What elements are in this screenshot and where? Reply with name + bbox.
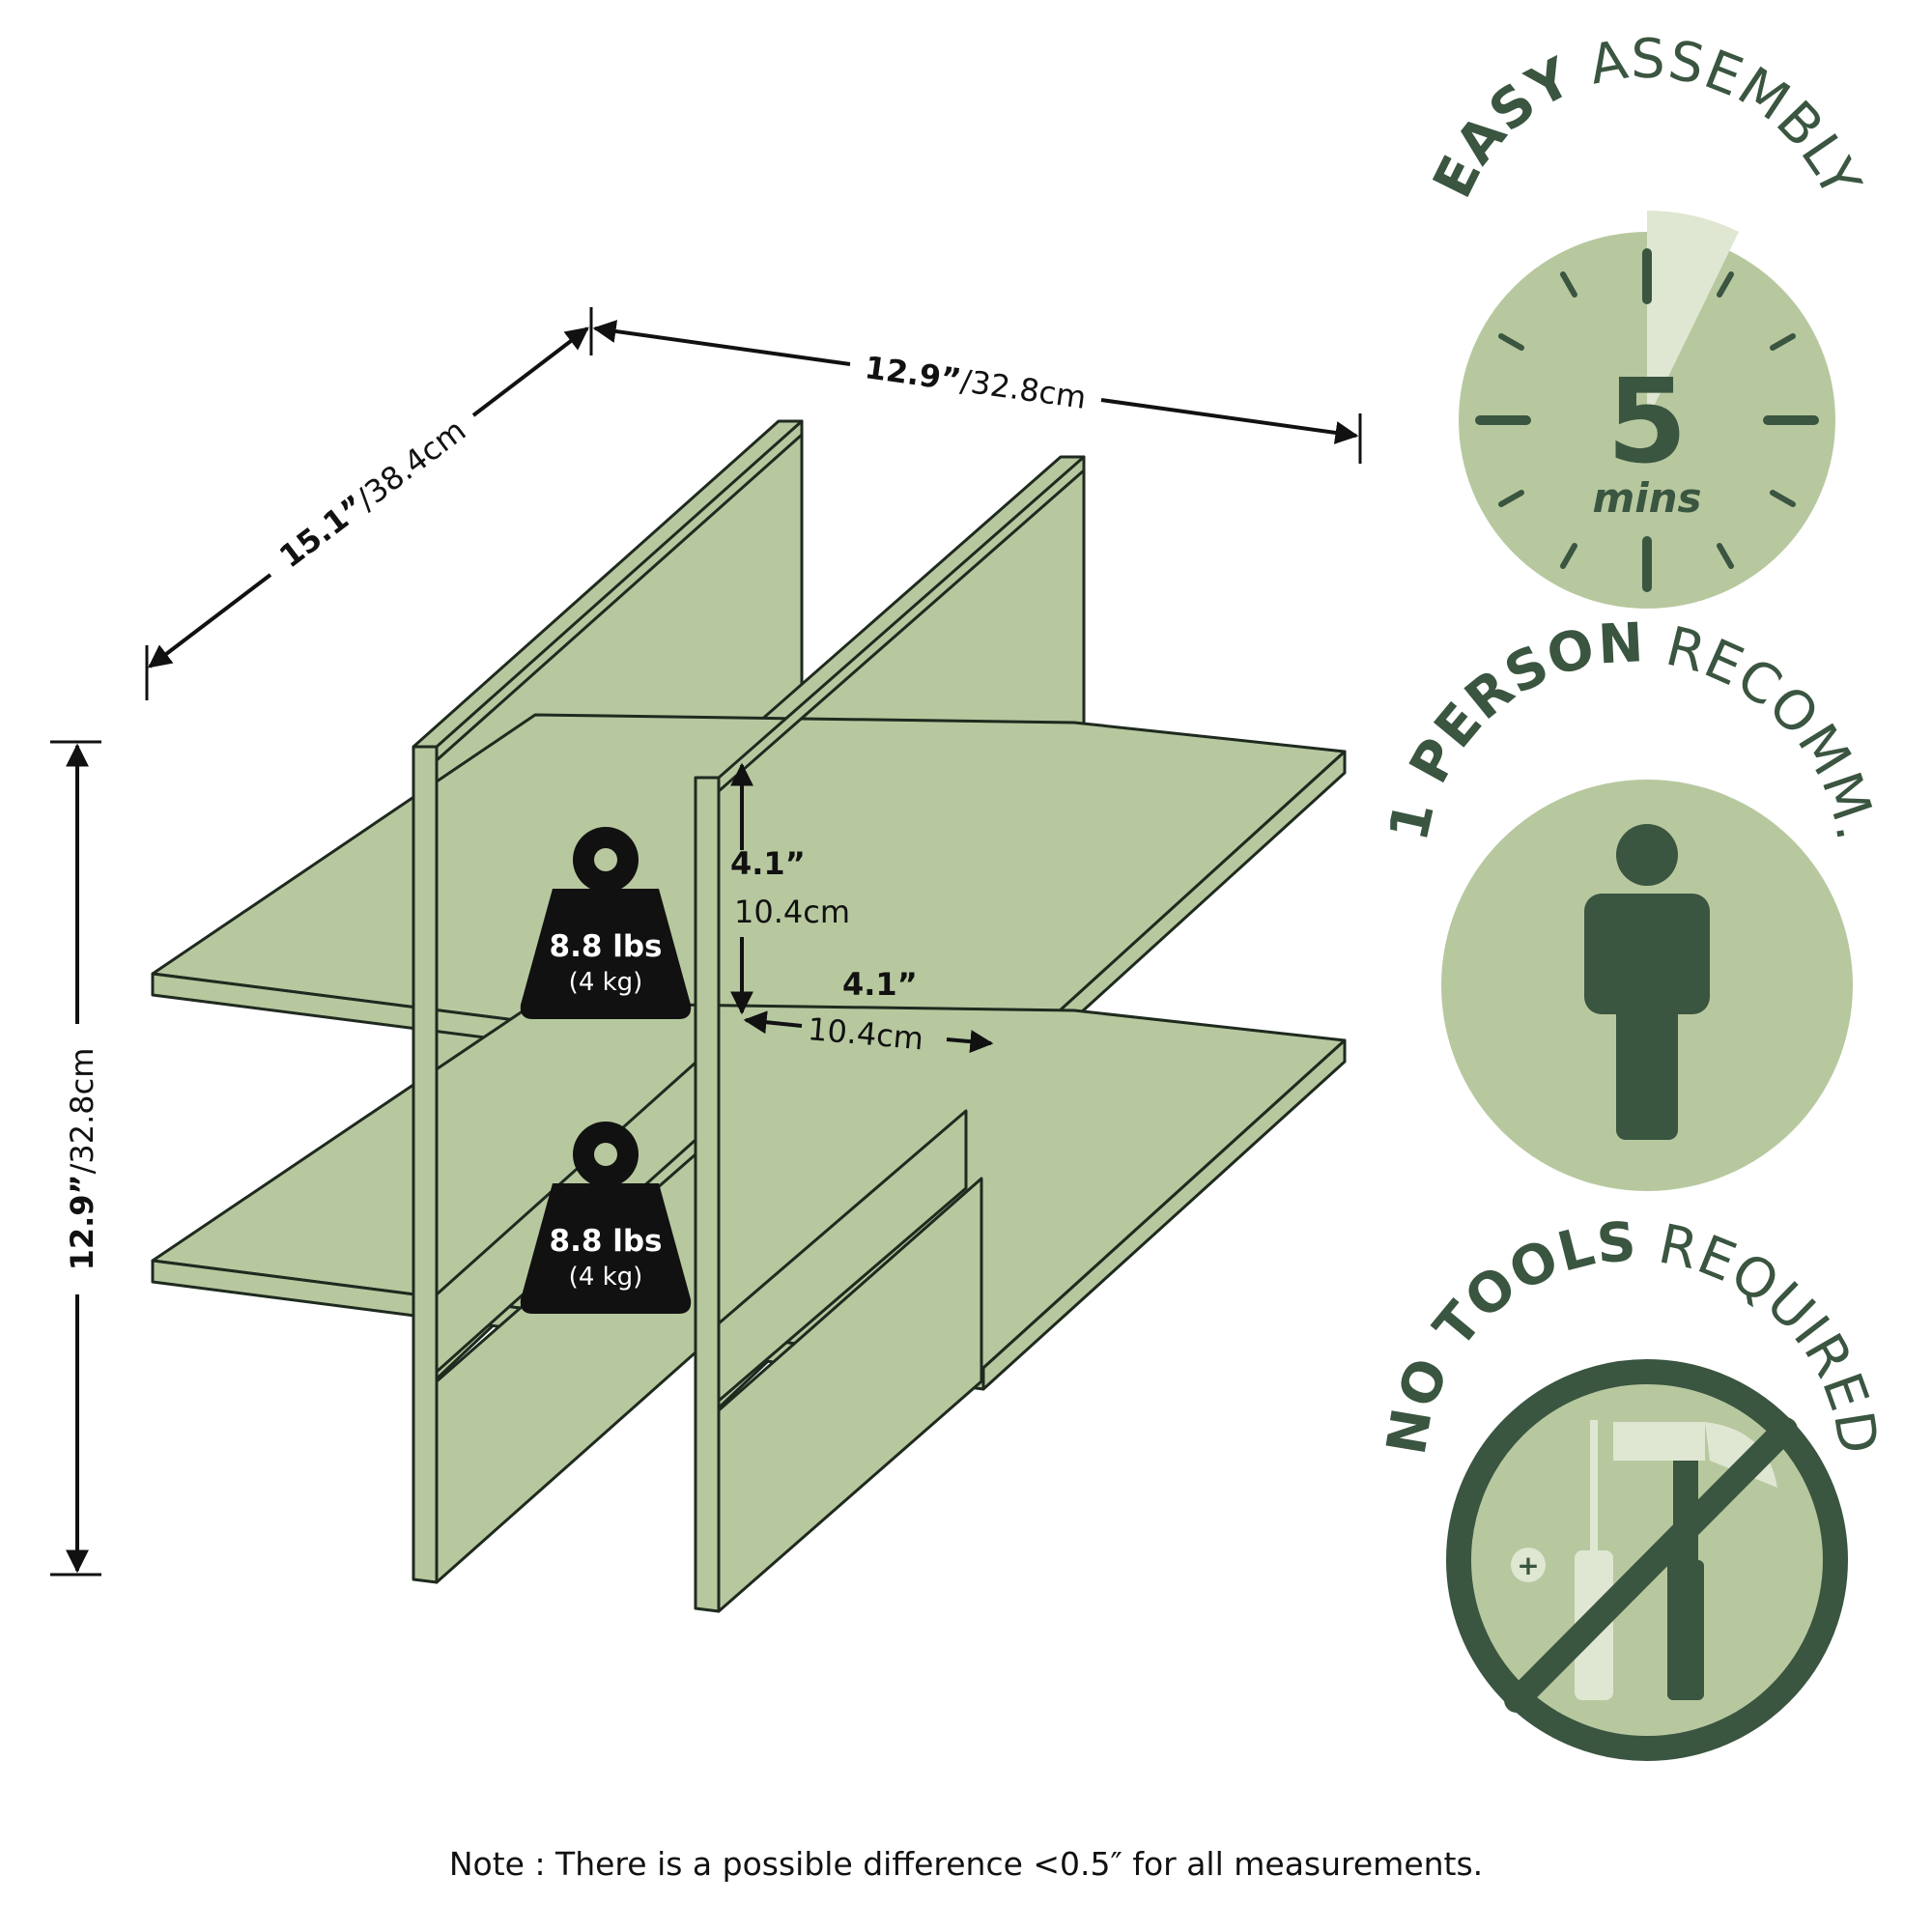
height-dimension: 12.9”/32.8cm (50, 740, 101, 1577)
svg-text:EASY ASSEMBLY: EASY ASSEMBLY (1421, 28, 1872, 208)
width-inches: 12.9” (863, 349, 963, 399)
divider-edge-right (694, 776, 721, 1613)
depth-inches: 15.1” (272, 488, 372, 576)
cubby-width-inches: 4.1” (842, 966, 918, 1003)
assembly-badge-bold: EASY (1421, 45, 1582, 207)
svg-text:+: + (1517, 1549, 1539, 1581)
clock-icon (1475, 248, 1819, 592)
measurement-note: Note : There is a possible difference <0… (448, 1845, 1484, 1883)
width-dimension: 12.9”/32.8cm (589, 307, 1362, 464)
svg-text:15.1”/38.4cm: 15.1”/38.4cm (272, 412, 472, 575)
divider-edge-left (412, 745, 439, 1584)
height-cm: /32.8cm (64, 1048, 100, 1175)
assembly-minutes: 5 (1606, 355, 1688, 490)
assembly-unit: mins (1592, 474, 1701, 522)
weight-sublabel-bottom: (4 kg) (569, 1263, 643, 1292)
svg-text:12.9”/32.8cm: 12.9”/32.8cm (64, 1048, 100, 1271)
no-tools-badge: NO TOOLS REQUIRED + (1376, 1210, 1889, 1761)
prohibition-slash (1504, 1417, 1798, 1713)
person-icon (1584, 824, 1710, 1140)
shelf-illustration (151, 419, 1347, 1613)
weight-icon: 8.8 lbs (4 kg) (520, 1122, 692, 1314)
assembly-badge-light: ASSEMBLY (1584, 28, 1872, 208)
cubby-height-inches: 4.1” (730, 845, 806, 882)
width-cm: /32.8cm (958, 362, 1089, 416)
one-person-badge: 1 PERSON RECOMM. (1378, 611, 1887, 1191)
cubby-height-cm: 10.4cm (734, 894, 850, 930)
easy-assembly-badge: EASY ASSEMBLY 5 mins (1421, 28, 1872, 609)
weight-label-bottom: 8.8 lbs (550, 1224, 663, 1259)
depth-dimension: 15.1”/38.4cm (145, 327, 589, 700)
depth-cm: /38.4cm (350, 412, 472, 517)
weight-label-top: 8.8 lbs (550, 929, 663, 964)
svg-text:12.9”/32.8cm: 12.9”/32.8cm (863, 349, 1089, 416)
weight-icon: 8.8 lbs (4 kg) (520, 827, 692, 1019)
weight-sublabel-top: (4 kg) (569, 968, 643, 997)
cubby-height-dimension: 4.1” 10.4cm (730, 762, 850, 1015)
height-inches: 12.9” (64, 1174, 100, 1270)
